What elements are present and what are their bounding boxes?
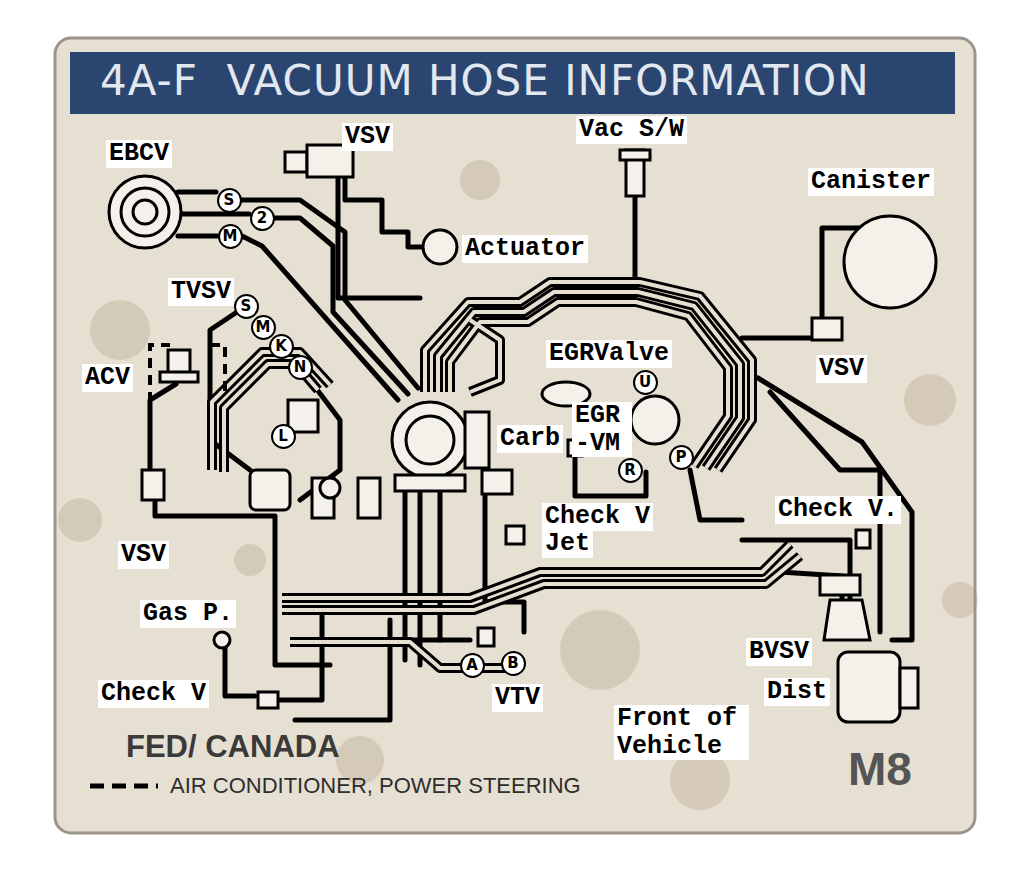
- port-circle: U: [633, 370, 658, 395]
- port-circle: P: [669, 445, 694, 470]
- port-circle: 2: [250, 206, 275, 231]
- part-label: Actuator: [462, 235, 588, 263]
- part-label: Check V: [98, 680, 209, 708]
- region-mark: FED/ CANADA: [126, 730, 340, 764]
- part-label: ACV: [82, 364, 133, 392]
- port-letter: S: [241, 299, 252, 314]
- port-letter: M: [223, 229, 238, 244]
- part-label: EBCV: [106, 140, 172, 168]
- part-label: VTV: [492, 684, 543, 712]
- port-letter: R: [624, 463, 636, 478]
- direction-note: Front of Vehicle: [614, 705, 749, 760]
- legend-dashed-line: [88, 779, 160, 793]
- port-letter: M: [256, 320, 271, 335]
- part-label: Gas P.: [140, 600, 236, 628]
- part-label: EGRValve: [546, 340, 672, 368]
- part-label: VSV: [342, 123, 393, 151]
- port-letter: S: [224, 193, 235, 208]
- legend-text: AIR CONDITIONER, POWER STEERING: [170, 774, 581, 798]
- diagram-title: 4A-F VACUUM HOSE INFORMATION: [100, 58, 870, 104]
- port-letter: P: [676, 450, 687, 465]
- port-letter: N: [294, 360, 307, 375]
- port-circle: N: [288, 355, 313, 380]
- part-label: Check V: [542, 503, 653, 531]
- part-label: VSV: [816, 355, 867, 383]
- legend-row: AIR CONDITIONER, POWER STEERING: [88, 774, 581, 798]
- part-label: Carb: [497, 425, 563, 453]
- part-label: Vac S/W: [576, 116, 687, 144]
- port-letter: A: [466, 658, 478, 673]
- port-circle: R: [618, 458, 643, 483]
- port-circle: M: [251, 315, 276, 340]
- port-letter: 2: [257, 211, 267, 226]
- part-label: TVSV: [168, 278, 234, 306]
- part-label: VSV: [118, 541, 169, 569]
- port-circle: M: [218, 224, 243, 249]
- port-circle: K: [269, 334, 294, 359]
- port-letter: U: [639, 375, 651, 390]
- port-circle: S: [217, 188, 242, 213]
- port-circle: A: [460, 653, 485, 678]
- port-letter: B: [507, 656, 518, 671]
- part-label: Dist: [764, 678, 830, 706]
- code-mark: M8: [848, 744, 912, 795]
- port-circle: L: [271, 424, 296, 449]
- part-label: EGR -VM: [572, 402, 632, 457]
- part-label: Jet: [542, 530, 593, 558]
- port-letter: L: [278, 429, 288, 444]
- port-circle: S: [234, 294, 259, 319]
- part-label: Check V.: [775, 496, 901, 524]
- part-label: Canister: [808, 168, 934, 196]
- port-letter: K: [275, 339, 287, 354]
- part-label: BVSV: [746, 638, 812, 666]
- port-circle: B: [501, 651, 526, 676]
